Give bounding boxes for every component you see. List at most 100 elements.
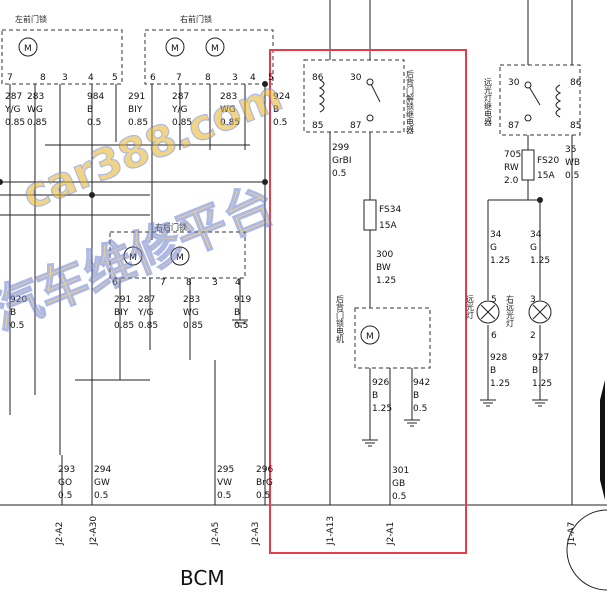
svg-text:5: 5 [491, 295, 497, 305]
svg-text:0.5: 0.5 [256, 491, 270, 501]
connector-label: J2-A30 [89, 516, 99, 546]
svg-text:8: 8 [186, 278, 192, 288]
fuse-fs20-label: FS20 [537, 156, 559, 166]
svg-text:291: 291 [128, 92, 145, 102]
fuse-fs34-label: FS34 [379, 205, 401, 215]
connector-label: J2-A1 [386, 522, 396, 546]
svg-text:919: 919 [234, 295, 251, 305]
svg-text:0.5: 0.5 [413, 404, 427, 414]
svg-text:B: B [413, 391, 419, 401]
svg-text:1.25: 1.25 [490, 256, 510, 266]
svg-text:0.85: 0.85 [220, 118, 240, 128]
svg-text:0.85: 0.85 [138, 321, 158, 331]
fuse-fs20-rating: 15A [537, 171, 555, 181]
edge-shape [600, 380, 605, 500]
rr-lock-label: 右后门锁 [155, 222, 187, 232]
connector-label: J2-A3 [251, 522, 261, 546]
svg-text:1.25: 1.25 [530, 256, 550, 266]
motor-label: M [176, 253, 184, 263]
svg-text:8: 8 [205, 73, 211, 83]
svg-text:0.5: 0.5 [94, 491, 108, 501]
svg-text:920: 920 [10, 295, 27, 305]
svg-text:WG: WG [220, 105, 236, 115]
svg-text:Y/G: Y/G [137, 308, 154, 318]
svg-text:927: 927 [532, 353, 549, 363]
svg-text:3: 3 [232, 73, 238, 83]
svg-text:BW: BW [376, 263, 391, 273]
svg-text:VW: VW [217, 478, 232, 488]
svg-text:7: 7 [160, 278, 166, 288]
svg-text:283: 283 [220, 92, 237, 102]
svg-text:6: 6 [150, 73, 156, 83]
svg-text:30: 30 [350, 73, 362, 83]
svg-text:4: 4 [250, 73, 256, 83]
motor-label: M [211, 44, 219, 54]
svg-text:B: B [10, 308, 16, 318]
wiring-lines [0, 0, 607, 506]
svg-text:2.0: 2.0 [504, 176, 519, 186]
hb-relay-label: 远光灯继电器 [484, 78, 493, 127]
svg-text:0.85: 0.85 [128, 118, 148, 128]
svg-text:B: B [273, 105, 279, 115]
svg-text:287: 287 [5, 92, 22, 102]
motor-label: M [24, 44, 32, 54]
svg-text:0.5: 0.5 [273, 118, 287, 128]
component-labels: 左前门锁 右前门锁 右后门锁 M M M M M M 后背门解锁继电器 后背门锁… [15, 14, 559, 344]
svg-text:2: 2 [530, 331, 536, 341]
svg-text:1.25: 1.25 [532, 379, 552, 389]
svg-text:283: 283 [27, 92, 44, 102]
svg-text:Y/G: Y/G [171, 105, 188, 115]
svg-text:6: 6 [112, 278, 118, 288]
edge-arc [566, 509, 607, 591]
svg-text:5: 5 [112, 73, 118, 83]
svg-text:7: 7 [176, 73, 182, 83]
svg-text:Y/G: Y/G [4, 105, 21, 115]
connector-label: J2-A5 [211, 522, 221, 546]
svg-text:0.85: 0.85 [5, 118, 25, 128]
svg-text:7: 7 [7, 73, 13, 83]
svg-text:1.25: 1.25 [376, 276, 396, 286]
rear-relay-label: 后背门解锁继电器 [406, 69, 415, 135]
svg-text:0.85: 0.85 [27, 118, 47, 128]
rf-lock-label: 右前门锁 [180, 14, 212, 24]
svg-text:287: 287 [138, 295, 155, 305]
svg-text:0.85: 0.85 [183, 321, 203, 331]
svg-text:0.5: 0.5 [10, 321, 24, 331]
svg-text:0.85: 0.85 [172, 118, 192, 128]
svg-text:BrG: BrG [256, 478, 273, 488]
svg-text:283: 283 [183, 295, 200, 305]
svg-text:0.5: 0.5 [58, 491, 72, 501]
svg-text:34: 34 [530, 230, 542, 240]
svg-text:928: 928 [490, 353, 507, 363]
svg-text:0.5: 0.5 [217, 491, 231, 501]
pin-labels: 7 8 3 4 5 6 7 8 3 4 5 6 7 8 3 4 86 30 85… [7, 73, 582, 341]
rear-motor-label: 后背门锁电机 [336, 294, 345, 344]
svg-text:RW: RW [504, 163, 519, 173]
svg-text:0.5: 0.5 [332, 169, 346, 179]
svg-text:B: B [490, 366, 496, 376]
svg-text:86: 86 [570, 78, 582, 88]
svg-text:87: 87 [350, 121, 361, 131]
svg-text:0.5: 0.5 [392, 492, 406, 502]
motor-label: M [171, 44, 179, 54]
